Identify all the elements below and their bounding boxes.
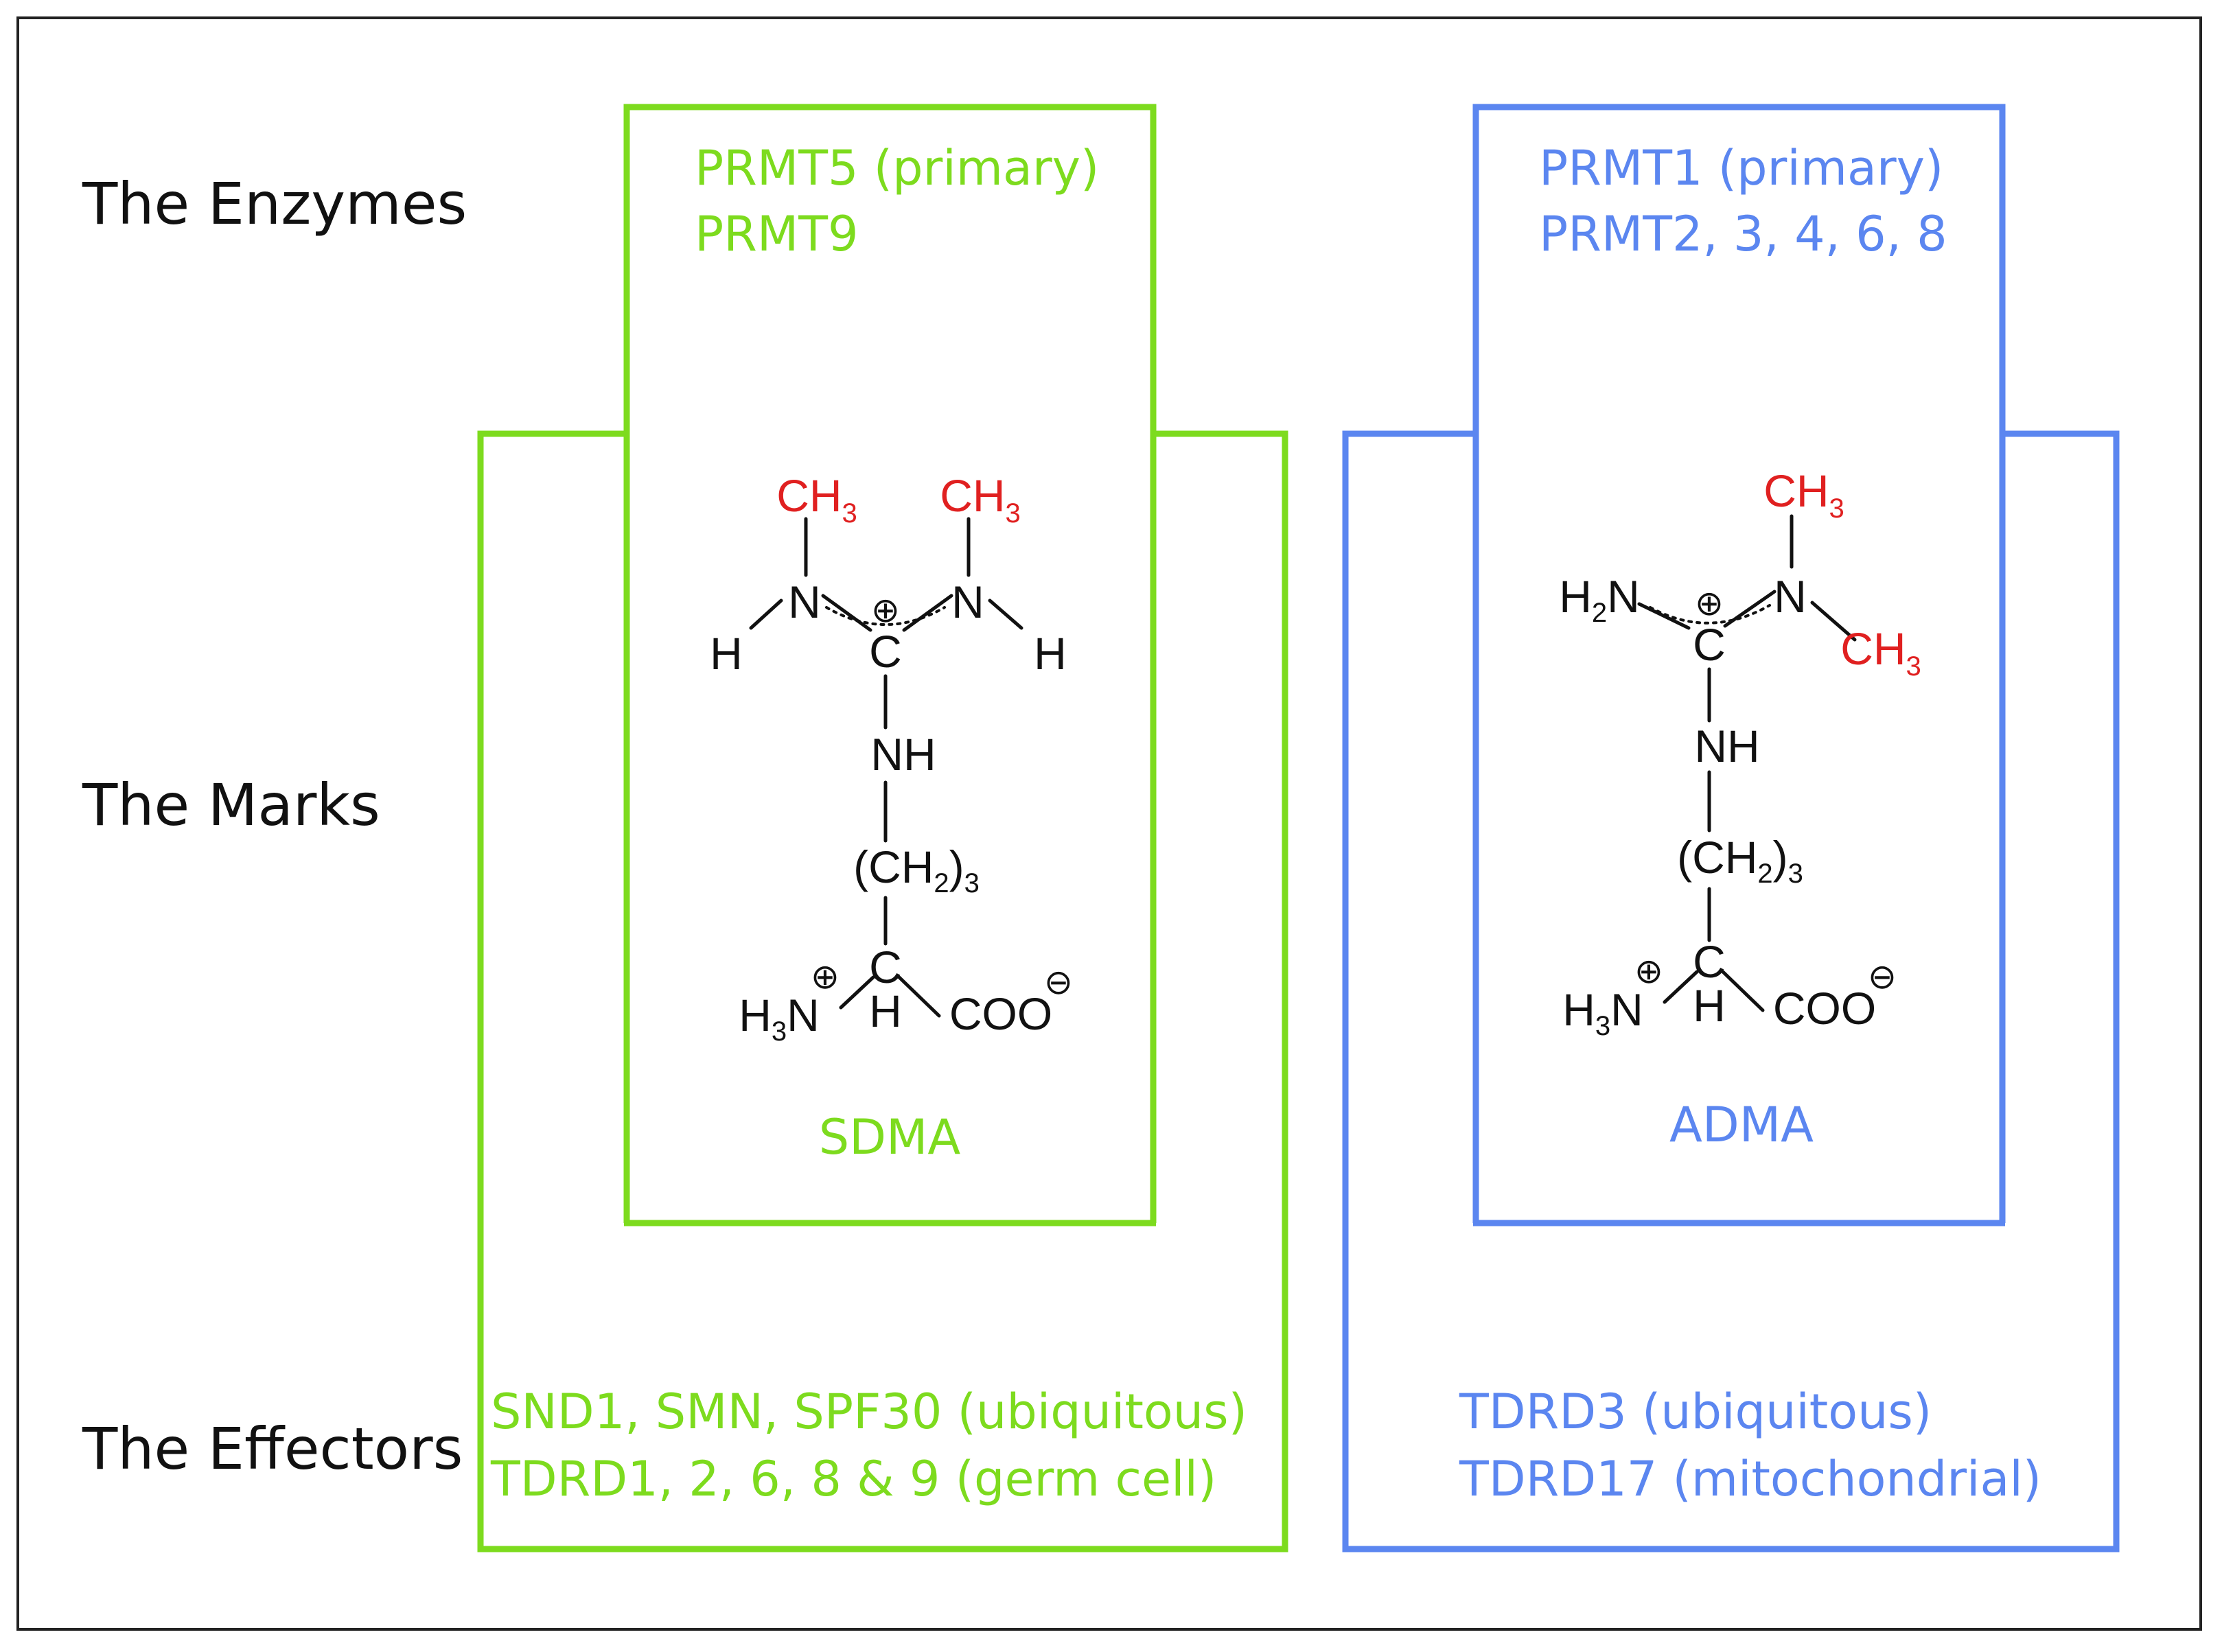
sdma-methyl-left: CH3 (776, 470, 857, 528)
adma-nh2: H2N (1559, 571, 1640, 628)
sdma-n-right: N (951, 577, 984, 627)
sdma-alpha-h: H (869, 986, 902, 1036)
adma-n-dimethyl: N (1774, 571, 1807, 622)
sdma-enzyme-primary: PRMT5 (primary) (695, 140, 1100, 196)
sdma-methyl-right: CH3 (940, 470, 1021, 528)
sdma-guanidino-carbon: C (869, 626, 902, 677)
row-label-marks: The Marks (82, 771, 380, 839)
sdma-h-right: H (1034, 628, 1067, 679)
figure-frame (16, 16, 2202, 1631)
sdma-minus-charge: ⊖ (1044, 963, 1073, 1001)
adma-box-outline (1342, 104, 2120, 1552)
sdma-alpha-carbon: C (869, 942, 902, 992)
sdma-effector-germ-cell: TDRD1, 2, 6, 8 & 9 (germ cell) (491, 1451, 1217, 1507)
sdma-mark-name: SDMA (818, 1109, 961, 1165)
adma-enzyme-secondary: PRMT2, 3, 4, 6, 8 (1539, 206, 1947, 262)
adma-ch2-chain: (CH2)3 (1677, 832, 1803, 889)
adma-amine-plus: ⊕ (1634, 952, 1663, 990)
adma-methyl-right: CH3 (1840, 623, 1921, 682)
sdma-ch2-chain: (CH2)3 (853, 841, 980, 898)
adma-mark-name: ADMA (1669, 1097, 1814, 1153)
adma-plus-charge: ⊕ (1695, 584, 1724, 623)
row-label-effectors: The Effectors (82, 1415, 463, 1482)
sdma-plus-charge: ⊕ (871, 591, 900, 629)
adma-amine: H3N (1562, 984, 1643, 1041)
sdma-amine: H3N (739, 990, 820, 1047)
sdma-box-outline (477, 104, 1288, 1552)
sdma-carboxylate: COO (949, 988, 1052, 1039)
adma-alpha-h: H (1693, 980, 1726, 1031)
adma-guanidino-carbon: C (1693, 619, 1726, 670)
adma-carboxylate: COO (1773, 983, 1876, 1034)
sdma-nh: NH (870, 729, 936, 780)
sdma-n-left: N (788, 577, 821, 627)
adma-effector-mitochondrial: TDRD17 (mitochondrial) (1459, 1451, 2042, 1507)
adma-alpha-carbon: C (1693, 936, 1726, 987)
sdma-h-left: H (710, 628, 743, 679)
adma-enzyme-primary: PRMT1 (primary) (1539, 140, 1944, 196)
row-label-enzymes: The Enzymes (82, 170, 467, 237)
sdma-effector-ubiquitous: SND1, SMN, SPF30 (ubiquitous) (491, 1384, 1247, 1440)
adma-minus-charge: ⊖ (1868, 957, 1897, 996)
sdma-amine-plus: ⊕ (811, 957, 840, 996)
sdma-enzyme-secondary: PRMT9 (695, 206, 859, 262)
adma-nh: NH (1694, 721, 1759, 771)
adma-methyl-top: CH3 (1763, 465, 1844, 524)
adma-effector-ubiquitous: TDRD3 (ubiquitous) (1459, 1384, 1932, 1440)
